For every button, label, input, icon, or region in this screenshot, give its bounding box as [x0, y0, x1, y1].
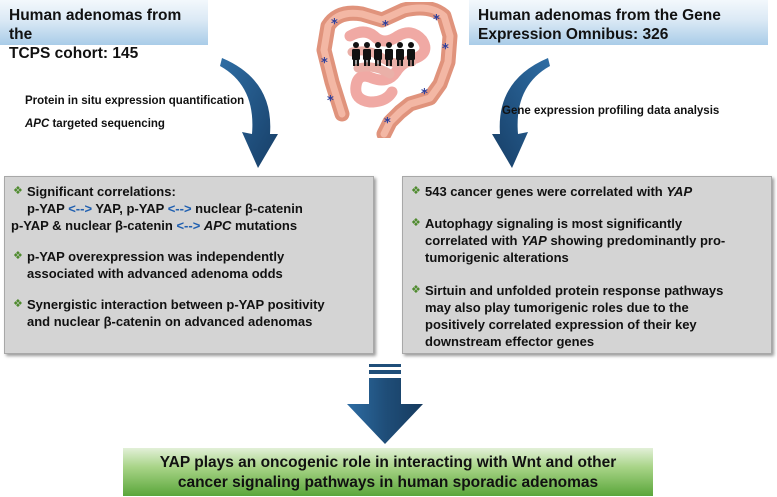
left-bullet-correlations: ❖ Significant correlations: p-YAP <--> Y…	[11, 183, 303, 217]
right-bullet-cancer-genes: ❖ 543 cancer genes were correlated with …	[409, 183, 692, 200]
source-box-tcps-line1: Human adenomas from the	[9, 7, 182, 43]
right-bullet-autophagy: ❖ Autophagy signaling is most significan…	[409, 215, 725, 266]
autophagy-yap: YAP	[521, 233, 547, 248]
bidirectional-arrow: <-->	[176, 218, 201, 233]
curved-arrow-left	[220, 58, 278, 168]
overexpression-line1: p-YAP overexpression was independently	[27, 249, 285, 264]
right-findings-panel: ❖ 543 cancer genes were correlated with …	[402, 176, 772, 354]
right-bullet-sirtuin: ❖ Sirtuin and unfolded protein response …	[409, 282, 723, 350]
sirtuin-line2: may also play tumorigenic roles due to t…	[425, 300, 689, 315]
autophagy-line3: tumorigenic alterations	[425, 250, 569, 265]
step-apc-sequencing: APC targeted sequencing	[25, 117, 165, 131]
cancer-genes-text: 543 cancer genes were correlated with	[425, 184, 667, 199]
corr-l2-b: YAP, p-YAP	[92, 201, 168, 216]
sirtuin-line1: Sirtuin and unfolded protein response pa…	[425, 283, 724, 298]
diamond-bullet-icon: ❖	[411, 217, 421, 229]
svg-text:*: *	[384, 116, 391, 131]
conclusion-box: YAP plays an oncogenic role in interacti…	[123, 448, 653, 496]
corr-l3-apc: APC	[203, 218, 232, 233]
step-apc-italic: APC	[25, 118, 50, 130]
step-apc-rest: targeted sequencing	[49, 118, 165, 130]
svg-text:*: *	[321, 56, 328, 71]
down-arrow	[347, 364, 423, 444]
autophagy-line2-a: correlated with	[425, 233, 522, 248]
svg-text:*: *	[433, 13, 440, 28]
correlations-line3: p-YAP & nuclear β-catenin <--> APC mutat…	[11, 217, 297, 234]
diamond-bullet-icon: ❖	[13, 250, 23, 262]
svg-text:*: *	[382, 19, 389, 34]
svg-text:*: *	[442, 42, 449, 57]
cancer-genes-yap: YAP	[666, 184, 693, 199]
correlations-line2: p-YAP <--> YAP, p-YAP <--> nuclear β-cat…	[27, 200, 303, 217]
synergistic-line1: Synergistic interaction between p-YAP po…	[27, 297, 325, 312]
source-box-geo-line2: Expression Omnibus: 326	[478, 26, 669, 43]
colon-illustration: * * * * * * * *	[316, 2, 458, 138]
sirtuin-line3: positively correlated expression of thei…	[425, 317, 697, 332]
autophagy-line1: Autophagy signaling is most significantl…	[425, 216, 683, 231]
corr-l3-c: mutations	[231, 218, 298, 233]
left-bullet-synergistic: ❖ Synergistic interaction between p-YAP …	[11, 296, 325, 330]
curved-arrow-right	[492, 58, 550, 168]
conclusion-line1: YAP plays an oncogenic role in interacti…	[159, 454, 617, 471]
step-protein-quantification: Protein in situ expression quantificatio…	[25, 95, 245, 107]
svg-text:*: *	[421, 87, 428, 102]
bidirectional-arrow: <-->	[167, 201, 192, 216]
people-group-icon	[352, 42, 415, 66]
step-gene-expression-analysis: Gene expression profiling data analysis	[502, 105, 720, 117]
left-findings-panel: ❖ Significant correlations: p-YAP <--> Y…	[4, 176, 374, 354]
source-box-geo: Human adenomas from the Gene Expression …	[469, 0, 768, 45]
corr-l2-c: nuclear β-catenin	[191, 201, 303, 216]
svg-text:*: *	[327, 94, 334, 109]
svg-text:*: *	[331, 17, 338, 32]
conclusion-line2: cancer signaling pathways in human spora…	[177, 474, 599, 491]
diamond-bullet-icon: ❖	[411, 284, 421, 296]
diamond-bullet-icon: ❖	[13, 298, 23, 310]
autophagy-line2-b: showing predominantly pro-	[546, 233, 726, 248]
corr-l2-a: p-YAP	[27, 201, 69, 216]
synergistic-line2: and nuclear β-catenin on advanced adenom…	[27, 314, 313, 329]
overexpression-line2: associated with advanced adenoma odds	[27, 266, 283, 281]
source-box-tcps-line2: TCPS cohort: 145	[9, 45, 139, 62]
diamond-bullet-icon: ❖	[13, 185, 23, 197]
left-bullet-overexpression: ❖ p-YAP overexpression was independently…	[11, 248, 284, 282]
sirtuin-line4: downstream effector genes	[425, 334, 595, 349]
source-box-tcps: Human adenomas from the TCPS cohort: 145	[0, 0, 208, 62]
bidirectional-arrow: <-->	[68, 201, 93, 216]
source-box-geo-line1: Human adenomas from the Gene	[478, 7, 721, 24]
diamond-bullet-icon: ❖	[411, 185, 421, 197]
correlations-title: Significant correlations:	[27, 184, 176, 199]
corr-l3-a: p-YAP & nuclear β-catenin	[11, 218, 177, 233]
